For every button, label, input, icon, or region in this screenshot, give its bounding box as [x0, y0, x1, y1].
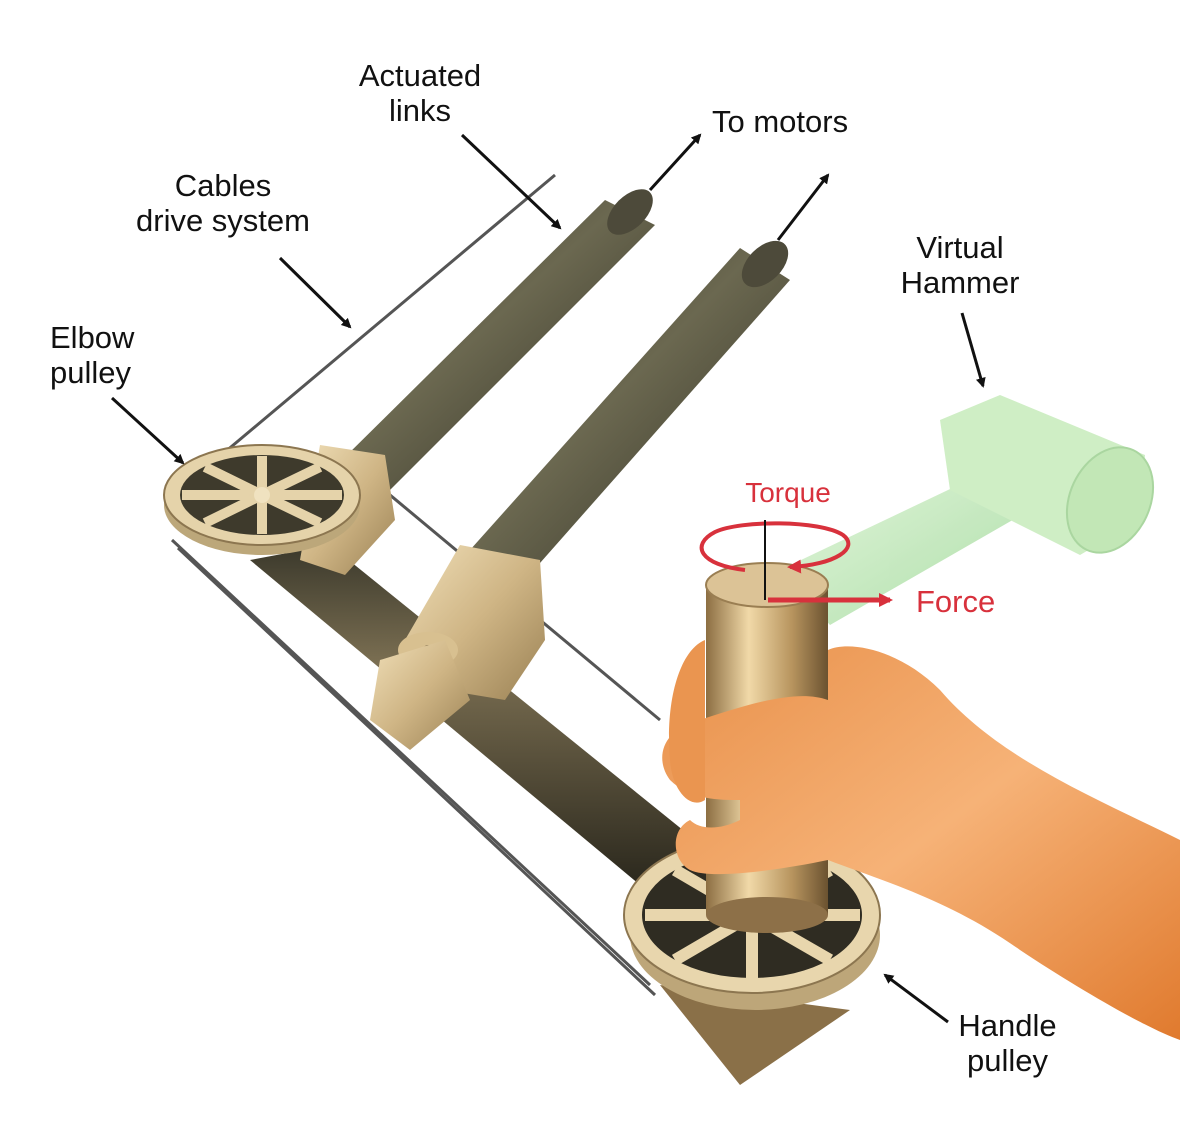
torque-arrow [699, 520, 851, 600]
label-handle-pulley: Handle pulley [958, 1008, 1057, 1078]
arrow-actuated-links [460, 133, 562, 230]
arrow-cables [278, 256, 352, 329]
label-torque: Torque [745, 477, 831, 508]
cables [170, 173, 661, 997]
arrow-to-motors-2 [776, 173, 830, 241]
label-cables-drive-system: Cables drive system [136, 168, 310, 238]
actuated-link-2 [470, 240, 790, 580]
arrow-virtual-hammer [960, 312, 986, 388]
label-elbow-pulley: Elbow pulley [50, 320, 135, 390]
hand [662, 640, 1180, 1040]
label-force: Force [916, 584, 996, 619]
lower-link [250, 545, 720, 885]
pointer-arrows [110, 133, 986, 1024]
virtual-hammer [780, 395, 1155, 625]
label-to-motors: To motors [712, 104, 849, 139]
label-virtual-hammer: Virtual Hammer [900, 230, 1020, 300]
actuated-link-1 [340, 189, 655, 490]
clamp-collar [370, 640, 470, 750]
arrow-elbow-pulley [110, 396, 185, 465]
arrow-to-motors-1 [648, 133, 702, 192]
arrow-handle-pulley [883, 973, 949, 1024]
label-actuated-links: Actuated links [358, 58, 482, 128]
elbow-pulley [163, 444, 361, 555]
